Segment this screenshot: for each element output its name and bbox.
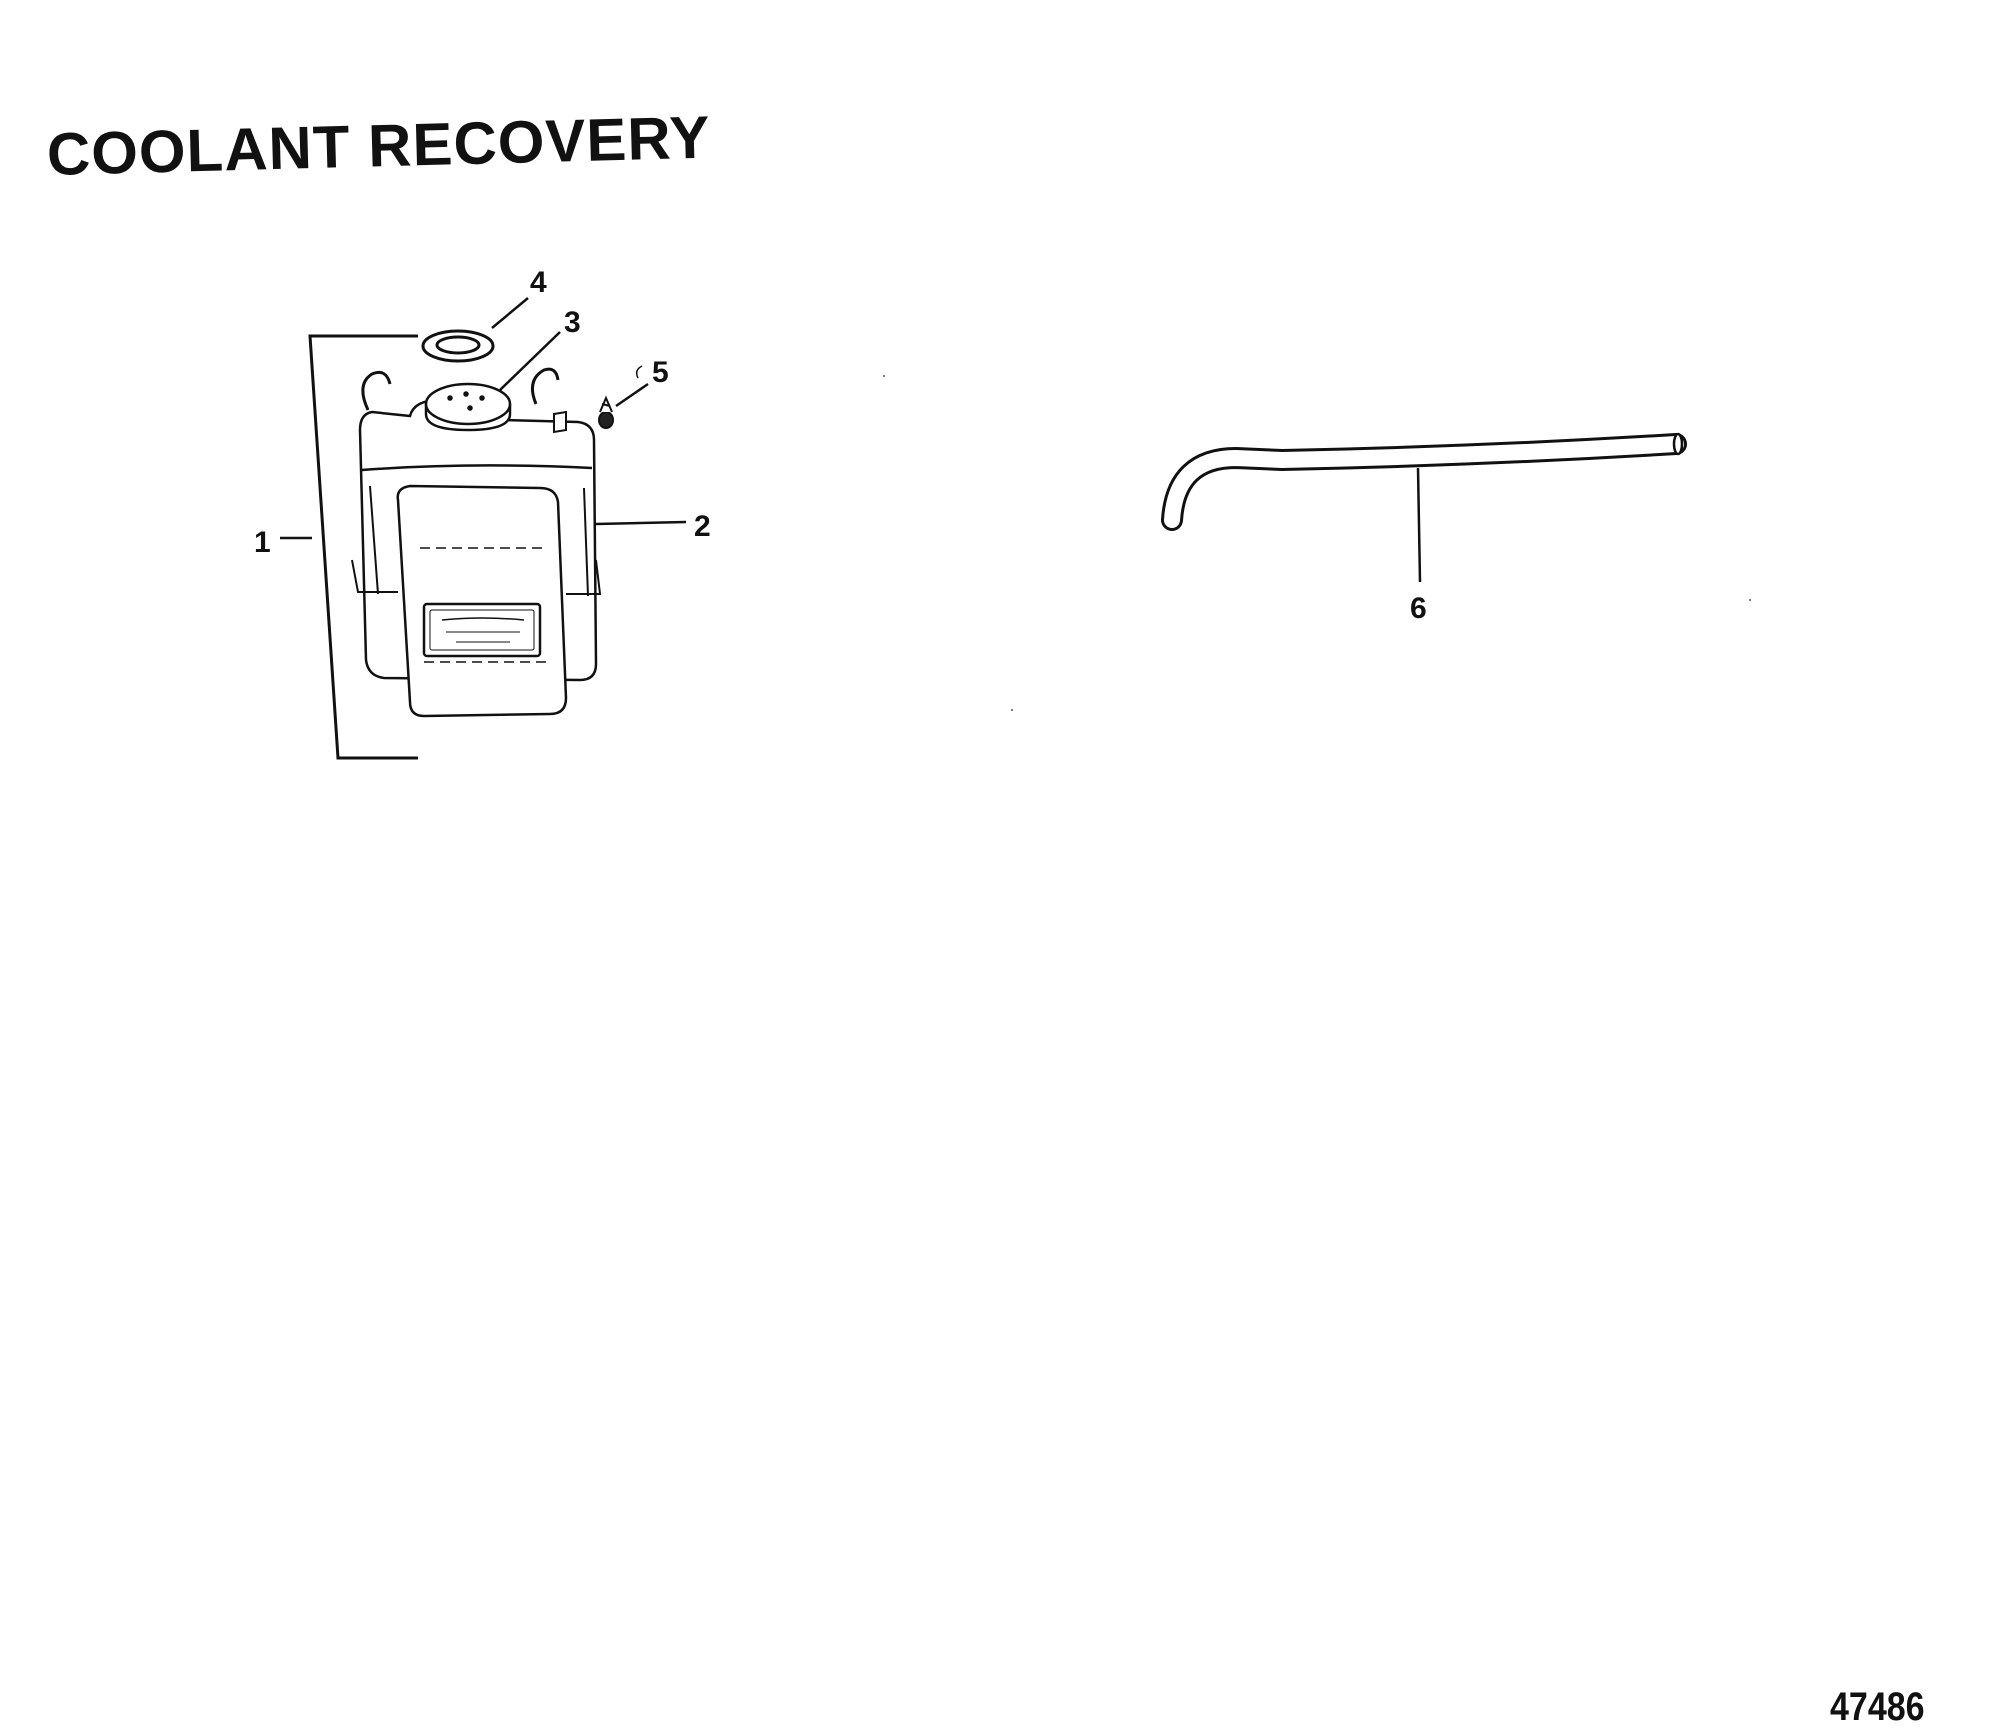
leader-4 (491, 297, 529, 329)
callout-numbers: 1 2 3 4 5 6 (254, 266, 1427, 625)
coolant-tank[interactable] (351, 365, 643, 718)
cap-gasket[interactable] (421, 329, 495, 363)
scan-specks (883, 375, 1751, 711)
callout-6: 6 (1410, 592, 1427, 625)
callout-1: 1 (254, 526, 271, 559)
leader-2 (595, 520, 687, 526)
callout-2: 2 (694, 510, 711, 543)
leader-lines (280, 297, 1422, 583)
leader-6 (1416, 467, 1422, 583)
document-number: 47486 (1830, 1685, 1925, 1729)
mounting-screw[interactable] (598, 395, 614, 429)
callout-4: 4 (530, 266, 547, 299)
leader-3 (499, 331, 561, 391)
tank-cap[interactable] (424, 382, 512, 432)
assembly-bracket (308, 334, 418, 760)
leader-5 (615, 382, 649, 408)
callout-3: 3 (564, 306, 581, 339)
coolant-hose[interactable] (1161, 432, 1687, 531)
callout-5: 5 (652, 356, 669, 389)
